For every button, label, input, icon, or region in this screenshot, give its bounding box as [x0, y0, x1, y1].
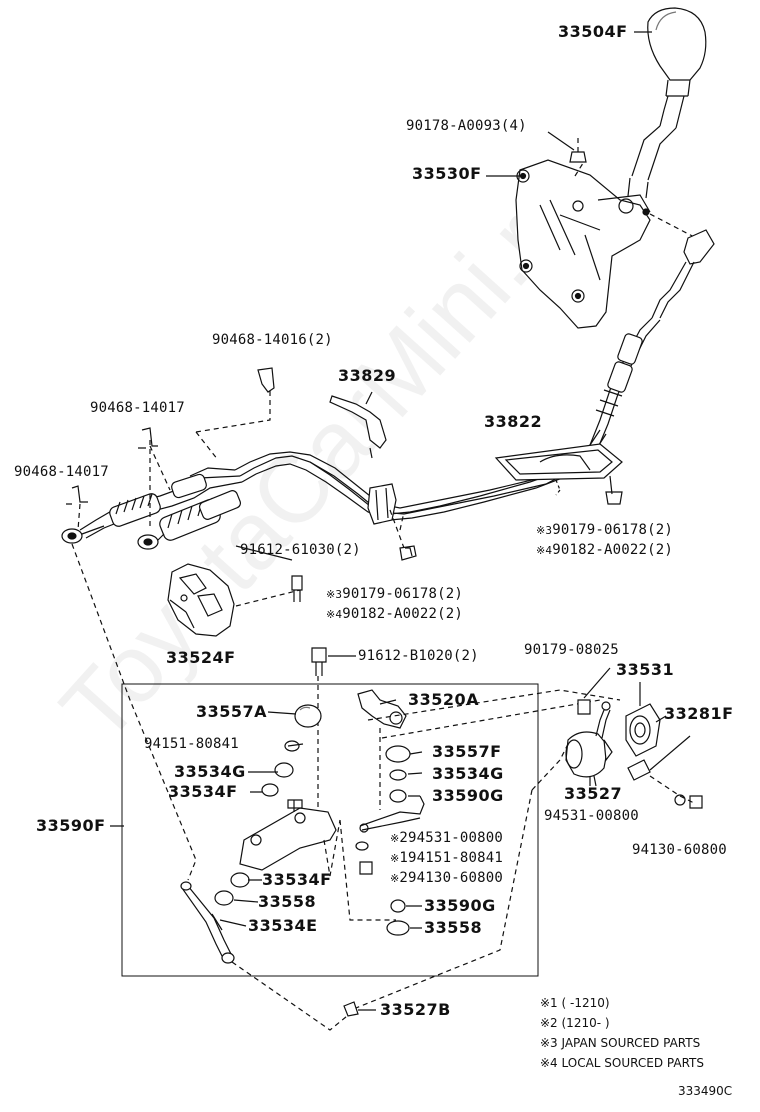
grommet-33822-drawing — [494, 443, 623, 505]
label-90468-14017-lower: 90468-14017 — [14, 464, 109, 480]
label-33520A: 33520A — [408, 690, 480, 709]
label-90178-A0093: 90178-A0093(4) — [406, 118, 527, 134]
label-33534F-upper: 33534F — [168, 782, 238, 801]
label-33829: 33829 — [338, 366, 397, 385]
label-90182-A0022-b: ※490182-A0022(2) — [326, 606, 464, 622]
label-33531: 33531 — [616, 660, 675, 679]
cable-retainers-drawing — [367, 483, 417, 561]
label-90179-08025: 90179-08025 — [524, 642, 619, 658]
label-33527B: 33527B — [380, 1000, 451, 1019]
label-33557A: 33557A — [196, 702, 268, 721]
label-33527: 33527 — [564, 784, 623, 803]
label-194151-80841: ※194151-80841 — [390, 850, 503, 866]
bushing-33531-drawing — [625, 703, 661, 757]
label-94531-00800-right: 94531-00800 — [544, 808, 639, 824]
label-33530F: 33530F — [412, 164, 482, 183]
label-33558-left: 33558 — [258, 892, 317, 911]
legend-note-2: ※2 (1210- ) — [540, 1016, 610, 1030]
label-33822: 33822 — [484, 412, 543, 431]
label-33534E: 33534E — [248, 916, 318, 935]
cable-connector-drawing — [651, 229, 715, 319]
pin-33281F-drawing — [627, 735, 691, 781]
diagram-id: 333490C — [678, 1084, 733, 1098]
label-33534G-left: 33534G — [174, 762, 246, 781]
label-33590G-upper: 33590G — [432, 786, 504, 805]
lever-33527-drawing — [565, 699, 613, 787]
label-33534G-right: 33534G — [432, 764, 504, 783]
shift-lever-housing-drawing — [515, 159, 651, 329]
label-94151-80841: 94151-80841 — [144, 736, 239, 752]
legend-note-3: ※3 JAPAN SOURCED PARTS — [540, 1036, 701, 1050]
label-91612-B1020: 91612-B1020(2) — [358, 648, 479, 664]
label-90179-06178-b: ※390179-06178(2) — [326, 586, 464, 602]
label-294531-00800: ※294531-00800 — [390, 830, 503, 846]
label-90182-A0022-a: ※490182-A0022(2) — [536, 542, 674, 558]
label-90179-06178-a: ※390179-06178(2) — [536, 522, 674, 538]
label-33590G-lower: 33590G — [424, 896, 496, 915]
label-33558-right: 33558 — [424, 918, 483, 937]
legend-note-1: ※1 ( -1210) — [540, 996, 610, 1010]
shift-cables-drawing — [61, 317, 661, 550]
assembly-33590F-box — [121, 683, 539, 977]
shift-bracket-drawing — [180, 704, 337, 964]
legend-note-4: ※4 LOCAL SOURCED PARTS — [540, 1056, 704, 1070]
clips-drawing — [66, 367, 275, 505]
shift-knob-drawing — [627, 7, 707, 199]
label-33504F: 33504F — [558, 22, 628, 41]
label-33534F-lower: 33534F — [262, 870, 332, 889]
label-33281F: 33281F — [664, 704, 734, 723]
label-91612-61030: 91612-61030(2) — [240, 542, 361, 558]
bolt-91612-61030-drawing — [291, 575, 303, 602]
clip-33527B-drawing — [343, 1001, 359, 1017]
bolt-90178-drawing — [569, 151, 587, 163]
label-90468-14017-upper: 90468-14017 — [90, 400, 185, 416]
label-33590F: 33590F — [36, 816, 106, 835]
bracket-33524F-drawing — [167, 563, 301, 637]
label-90468-14016: 90468-14016(2) — [212, 332, 333, 348]
label-33524F: 33524F — [166, 648, 236, 667]
bracket-33829-drawing — [329, 395, 387, 459]
selector-lever-drawing — [355, 689, 425, 936]
label-94130-60800-right: 94130-60800 — [632, 842, 727, 858]
label-33557F: 33557F — [432, 742, 502, 761]
label-294130-60800: ※294130-60800 — [390, 870, 503, 886]
